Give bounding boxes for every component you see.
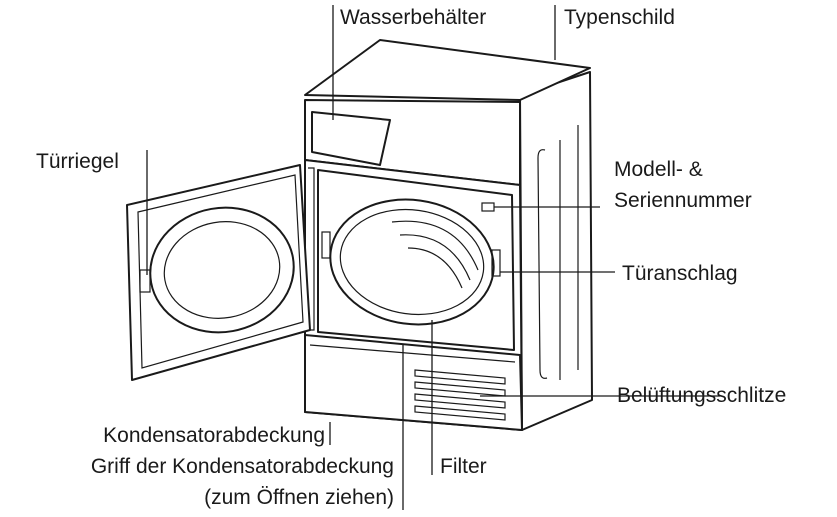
condenser-cover-panel bbox=[304, 334, 523, 431]
drum-inner-ring bbox=[339, 208, 485, 316]
door-window bbox=[149, 206, 295, 334]
door-window-inner bbox=[163, 221, 281, 319]
dryer-top bbox=[304, 39, 591, 101]
leader-lines bbox=[146, 5, 720, 510]
label-model-line1: Modell- & bbox=[614, 158, 703, 181]
label-water-container: Wasserbehälter bbox=[340, 6, 487, 29]
label-cover-handle-line1: Griff der Kondensatorabdeckung bbox=[90, 455, 394, 478]
drum-ribs bbox=[391, 220, 479, 289]
side-ribs bbox=[537, 125, 579, 380]
label-model-line2: Seriennummer bbox=[614, 189, 752, 212]
door-inner-frame bbox=[137, 174, 304, 369]
label-condenser-cover: Kondensatorabdeckung bbox=[103, 424, 325, 447]
vent-slots bbox=[414, 369, 506, 421]
door-stop-bracket bbox=[491, 249, 501, 277]
condenser-cover-handle bbox=[309, 344, 516, 363]
label-vent-slots: Belüftungsschlitze bbox=[617, 384, 787, 407]
water-container-drawer bbox=[311, 111, 391, 166]
label-cover-handle-line2: (zum Öffnen ziehen) bbox=[204, 486, 394, 509]
dryer-side-panel bbox=[519, 71, 593, 431]
label-type-plate: Typenschild bbox=[564, 6, 675, 29]
door-catch bbox=[321, 231, 331, 259]
door-latch bbox=[139, 269, 151, 293]
label-door-stop: Türanschlag bbox=[622, 262, 738, 285]
label-door-latch: Türriegel bbox=[36, 150, 119, 173]
drum-opening bbox=[329, 198, 495, 326]
label-filter: Filter bbox=[440, 455, 487, 478]
